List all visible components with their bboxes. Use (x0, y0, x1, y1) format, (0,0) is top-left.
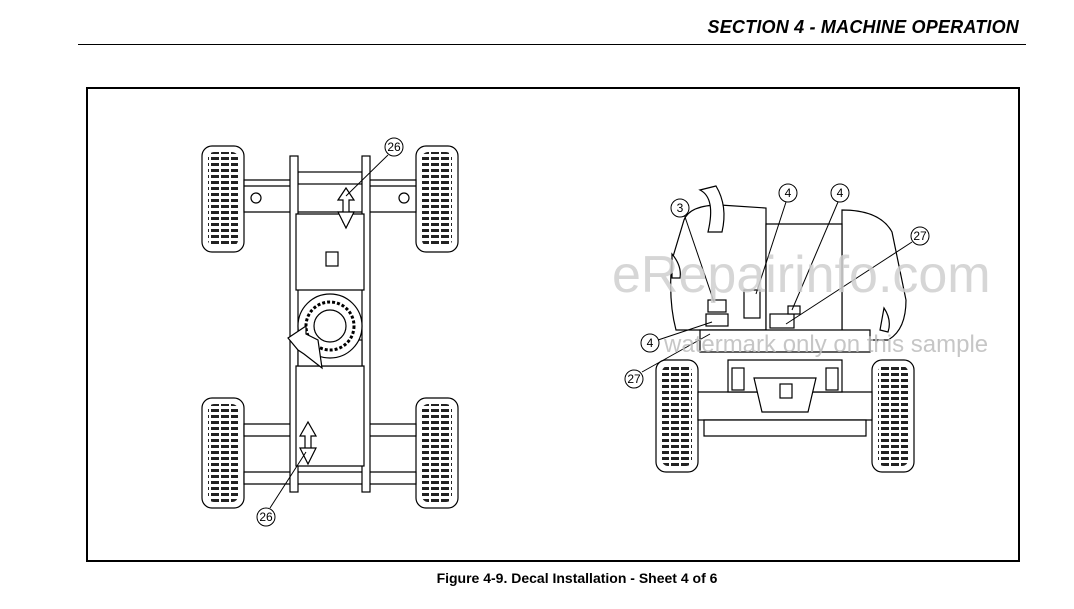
callout-26-lower: 26 (256, 451, 307, 527)
callout-27-left: 27 (624, 333, 711, 389)
callout-27-right: 27 (785, 226, 930, 325)
callout-label: 4 (647, 336, 654, 350)
figure-frame (86, 87, 1020, 562)
callout-label: 27 (627, 372, 641, 386)
callout-4-b: 4 (791, 183, 850, 311)
direction-arrow-decal-rear (298, 420, 318, 466)
callout-label: 4 (785, 186, 792, 200)
section-title: SECTION 4 - MACHINE OPERATION (707, 17, 1019, 37)
callout-label: 26 (387, 140, 401, 154)
header-divider (78, 44, 1026, 45)
callout-label: 27 (913, 229, 927, 243)
callout-4-a: 4 (755, 183, 798, 295)
callout-26-upper: 26 (345, 137, 404, 197)
watermark-sub: watermark only on this sample (663, 331, 988, 358)
top-view-chassis (201, 145, 459, 509)
tire-front-left (201, 145, 245, 253)
tire-front-right (415, 145, 459, 253)
tire-rear-view-right (871, 359, 915, 473)
tire-rear-view-left (655, 359, 699, 473)
watermark-main: eRepairinfo.com (612, 246, 991, 304)
callout-label: 26 (259, 510, 273, 524)
callout-label: 3 (677, 201, 684, 215)
tire-rear-right (415, 397, 459, 509)
tire-rear-left (201, 397, 245, 509)
figure-caption: Figure 4-9. Decal Installation - Sheet 4… (436, 570, 718, 586)
callout-4-c: 4 (640, 321, 713, 353)
callout-3: 3 (670, 198, 715, 303)
direction-arrow-decal-front (336, 186, 356, 230)
callout-label: 4 (837, 186, 844, 200)
rear-view-machine (655, 185, 915, 473)
